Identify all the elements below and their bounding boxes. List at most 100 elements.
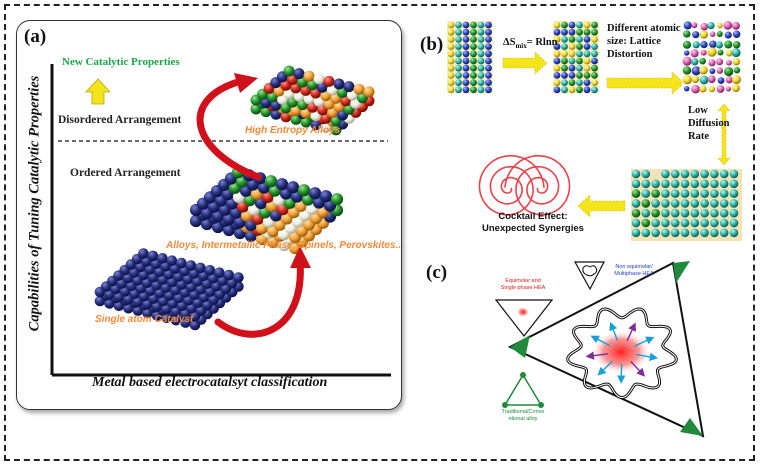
lattice-atom xyxy=(680,218,690,228)
expansion-arrow xyxy=(630,360,646,377)
diffusion-line-1: Low xyxy=(688,105,708,116)
lattice-atom xyxy=(485,21,492,29)
navy-atom xyxy=(138,248,149,259)
lattice-atom xyxy=(723,20,733,30)
lattice-atom xyxy=(561,72,568,79)
single-atom-label: Single atom Catalyst xyxy=(95,314,194,325)
lattice-atom xyxy=(583,43,591,50)
lattice-atom xyxy=(631,169,641,179)
lattice-atom xyxy=(462,79,470,86)
lattice-atom xyxy=(591,28,598,36)
lattice-atom xyxy=(477,21,485,29)
expansion-arrow xyxy=(634,336,655,347)
lattice-atom xyxy=(583,57,591,65)
lattice-atom xyxy=(561,43,568,50)
lattice-atom xyxy=(462,21,470,29)
lattice-atom xyxy=(708,86,716,93)
lattice-atom xyxy=(583,86,591,94)
lattice-atom xyxy=(700,189,709,198)
lattice-atom xyxy=(699,65,708,75)
lattice-atom xyxy=(477,50,485,58)
corner-green-left xyxy=(510,335,530,358)
lattice-atom xyxy=(568,36,576,43)
atomic-size-line-1: Different atomic xyxy=(607,23,681,34)
x-axis-label: Metal based electrocatalsyt classificati… xyxy=(92,375,328,390)
lattice-atom xyxy=(631,218,641,228)
lattice-atom xyxy=(731,21,740,30)
diffusion-label: Low Diffusion Rate xyxy=(688,104,729,143)
entropy-symbol: ΔS xyxy=(503,37,516,48)
lattice-atom xyxy=(561,86,568,94)
lattice-atom xyxy=(576,64,583,72)
lattice-atom xyxy=(455,57,462,65)
lattice-atom xyxy=(447,21,455,29)
lattice-atom xyxy=(462,86,470,94)
lattice-atom xyxy=(690,199,700,208)
spiral-half xyxy=(478,155,545,216)
lattice-atom xyxy=(641,169,651,179)
lattice-atom xyxy=(699,57,706,65)
lattice-atom xyxy=(631,228,641,238)
lattice-atom xyxy=(716,58,724,66)
cocktail-arrow xyxy=(577,194,626,218)
lattice-atom xyxy=(700,208,709,218)
navy-atom xyxy=(166,255,178,266)
new-properties-arrow xyxy=(85,78,111,105)
lattice-atom xyxy=(719,228,729,238)
lattice-atom xyxy=(576,86,583,94)
figure-frame xyxy=(4,4,755,461)
lattice-atom xyxy=(477,64,485,72)
traditional-label: Traditional/Conve ntional alloy xyxy=(501,409,545,422)
expansion-arrow xyxy=(626,322,636,342)
lattice-atom xyxy=(568,57,576,65)
navy-atom xyxy=(185,260,197,271)
lattice-atom xyxy=(661,208,670,218)
hea-atom xyxy=(353,83,365,95)
lattice-atom xyxy=(683,85,690,92)
lattice-atom xyxy=(553,86,561,94)
lattice-atom xyxy=(719,218,729,228)
entropy-formula: ΔSmix= Rlnn xyxy=(503,36,558,53)
entropy-arrow xyxy=(502,51,548,75)
expansion-arrow xyxy=(617,363,626,384)
lattice-atom xyxy=(690,189,700,198)
lattice-atom xyxy=(470,79,477,86)
lattice-atom xyxy=(719,179,729,189)
lattice-atom xyxy=(485,64,492,72)
new-properties-label: New Catalytic Properties xyxy=(62,56,180,68)
lattice-atom xyxy=(485,72,492,79)
lattice-atom xyxy=(553,36,561,43)
lattice-atom xyxy=(455,50,462,58)
lattice-atom xyxy=(670,228,680,238)
lattice-atom xyxy=(447,43,455,50)
lattice-atom xyxy=(726,49,733,57)
lattice-atom xyxy=(732,84,740,93)
lattice-mixed xyxy=(553,21,599,94)
lattice-atom xyxy=(716,85,725,93)
lattice-atom xyxy=(631,199,641,208)
spiral-half xyxy=(504,155,571,216)
lattice-atom xyxy=(553,21,561,29)
lattice-atom xyxy=(732,30,741,39)
ordered-atom xyxy=(319,190,333,203)
lattice-atom xyxy=(707,21,715,30)
lattice-atom xyxy=(661,189,670,198)
hea-atom xyxy=(283,65,295,77)
lattice-atom xyxy=(576,79,583,86)
lattice-atom xyxy=(691,66,701,76)
lattice-atom xyxy=(455,79,462,86)
lattice-atom xyxy=(470,72,477,79)
lattice-atom xyxy=(691,75,700,84)
lattice-atom xyxy=(691,84,700,94)
lattice-atom xyxy=(583,36,591,43)
single-atom-atom-block xyxy=(94,248,244,331)
lattice-atom xyxy=(715,41,723,49)
lattice-atom xyxy=(553,79,561,86)
lattice-atom xyxy=(447,72,455,79)
cocktail-line-1: Cocktail Effect: xyxy=(498,211,568,222)
lattice-atom xyxy=(690,208,700,218)
lattice-atom xyxy=(485,28,492,36)
lattice-atom xyxy=(470,86,477,94)
lattice-atom xyxy=(641,179,651,189)
equimolar-label: Equimolar and Single phase HEA xyxy=(500,278,546,291)
